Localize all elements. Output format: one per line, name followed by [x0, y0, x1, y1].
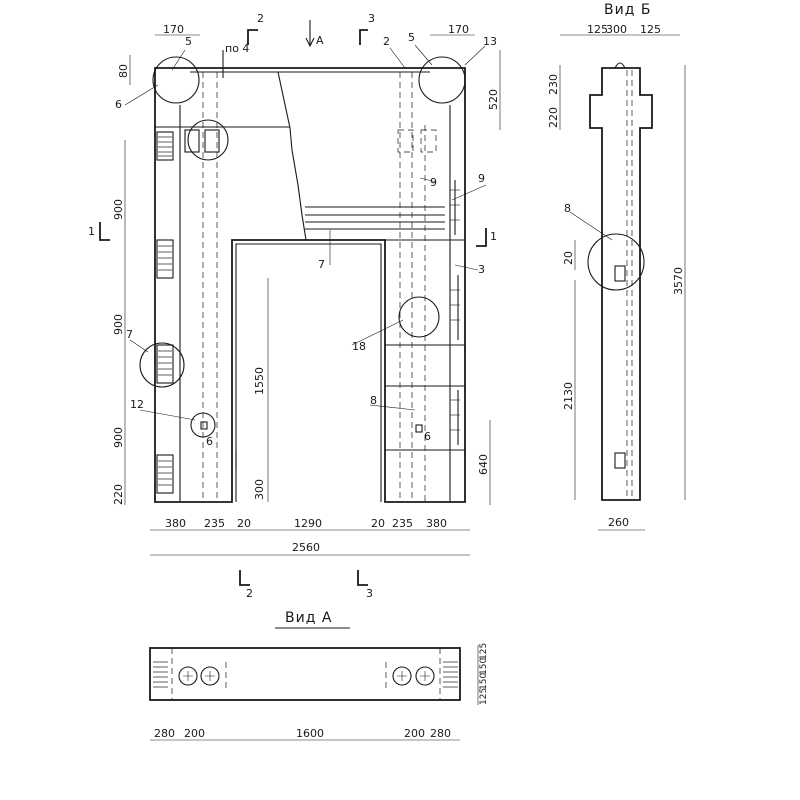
- vb-dim-230: 230: [547, 74, 560, 95]
- dim-900-3: 900: [112, 427, 125, 448]
- callout-7-left: 7: [126, 328, 133, 341]
- callout-5-left: 5: [185, 35, 192, 48]
- arrow-a-label: А: [316, 34, 324, 47]
- dim-520: 520: [487, 89, 500, 110]
- dim-300: 300: [253, 479, 266, 500]
- section-2-top: 2: [257, 12, 264, 25]
- va-dim-125-top: 125: [479, 643, 489, 660]
- dim-380-right: 380: [426, 517, 447, 530]
- vb-dim-125-right: 125: [640, 23, 661, 36]
- left-inserts: [156, 129, 423, 494]
- va-dim-200-left: 200: [184, 727, 205, 740]
- view-a: Вид А 280 200 1600 200 280 125 150 150 1…: [149, 610, 489, 741]
- vb-dim-2130: 2130: [562, 382, 575, 410]
- callout-3: 3: [478, 263, 485, 276]
- view-b-title: Вид Б: [604, 2, 651, 18]
- section-3-top: 3: [368, 12, 375, 25]
- dim-80: 80: [117, 64, 130, 78]
- section-2-bottom: 2: [246, 587, 253, 600]
- callout-13: 13: [483, 35, 497, 48]
- dim-235-right: 235: [392, 517, 413, 530]
- callout-5-right: 5: [408, 31, 415, 44]
- vb-dim-220: 220: [547, 107, 560, 128]
- callout-2: 2: [383, 35, 390, 48]
- dim-900-1: 900: [112, 199, 125, 220]
- dim-1290: 1290: [294, 517, 322, 530]
- callout-12: 12: [130, 398, 144, 411]
- section-3-bottom: 3: [366, 587, 373, 600]
- va-dim-280-right: 280: [430, 727, 451, 740]
- dim-900-2: 900: [112, 314, 125, 335]
- va-dim-125-bottom: 125: [479, 688, 489, 705]
- right-ribs: [450, 180, 460, 445]
- callout-9-b: 9: [478, 172, 485, 185]
- va-dim-200-right: 200: [404, 727, 425, 740]
- va-dim-150-b: 150: [479, 673, 489, 690]
- vb-dim-300: 300: [606, 23, 627, 36]
- dim-2560: 2560: [292, 541, 320, 554]
- vb-dim-125-left: 125: [587, 23, 608, 36]
- front-view: [139, 50, 466, 503]
- dim-20-left: 20: [237, 517, 251, 530]
- callout-7-center: 7: [318, 258, 325, 271]
- view-b: Вид Б 125 300 125 230 220 20 2130 3570 2…: [547, 2, 686, 531]
- va-dim-150-a: 150: [479, 658, 489, 675]
- view-a-title: Вид А: [285, 610, 332, 626]
- callouts: 5 2 5 13 6 по 4 9 9 3 7 7 18 12 6 8 6: [115, 31, 497, 448]
- va-dim-1600: 1600: [296, 727, 324, 740]
- callout-8-main: 8: [370, 394, 377, 407]
- dim-170-left: 170: [163, 23, 184, 36]
- dim-235-left: 235: [204, 517, 225, 530]
- callout-9-a: 9: [430, 176, 437, 189]
- vb-dim-3570: 3570: [672, 267, 685, 295]
- dim-1550: 1550: [253, 367, 266, 395]
- callout-6-top: 6: [115, 98, 122, 111]
- dim-380-left: 380: [165, 517, 186, 530]
- callout-18: 18: [352, 340, 366, 353]
- section-markers: 2 3 А 1 1 2 3: [88, 12, 497, 600]
- dim-170-right: 170: [448, 23, 469, 36]
- front-dimensions: 170 170 80 520 900 900 900 220 1550 300 …: [112, 23, 501, 556]
- vb-dim-260: 260: [608, 516, 629, 529]
- dim-220: 220: [112, 484, 125, 505]
- va-dim-280-left: 280: [154, 727, 175, 740]
- callout-8-viewb: 8: [564, 202, 571, 215]
- dim-20-right: 20: [371, 517, 385, 530]
- section-1-right: 1: [490, 230, 497, 243]
- dim-640: 640: [477, 454, 490, 475]
- callout-6-right: 6: [424, 430, 431, 443]
- callout-6-left: 6: [206, 435, 213, 448]
- vb-dim-20: 20: [562, 251, 575, 265]
- section-1-left: 1: [88, 225, 95, 238]
- pos-4-label: по 4: [225, 42, 249, 55]
